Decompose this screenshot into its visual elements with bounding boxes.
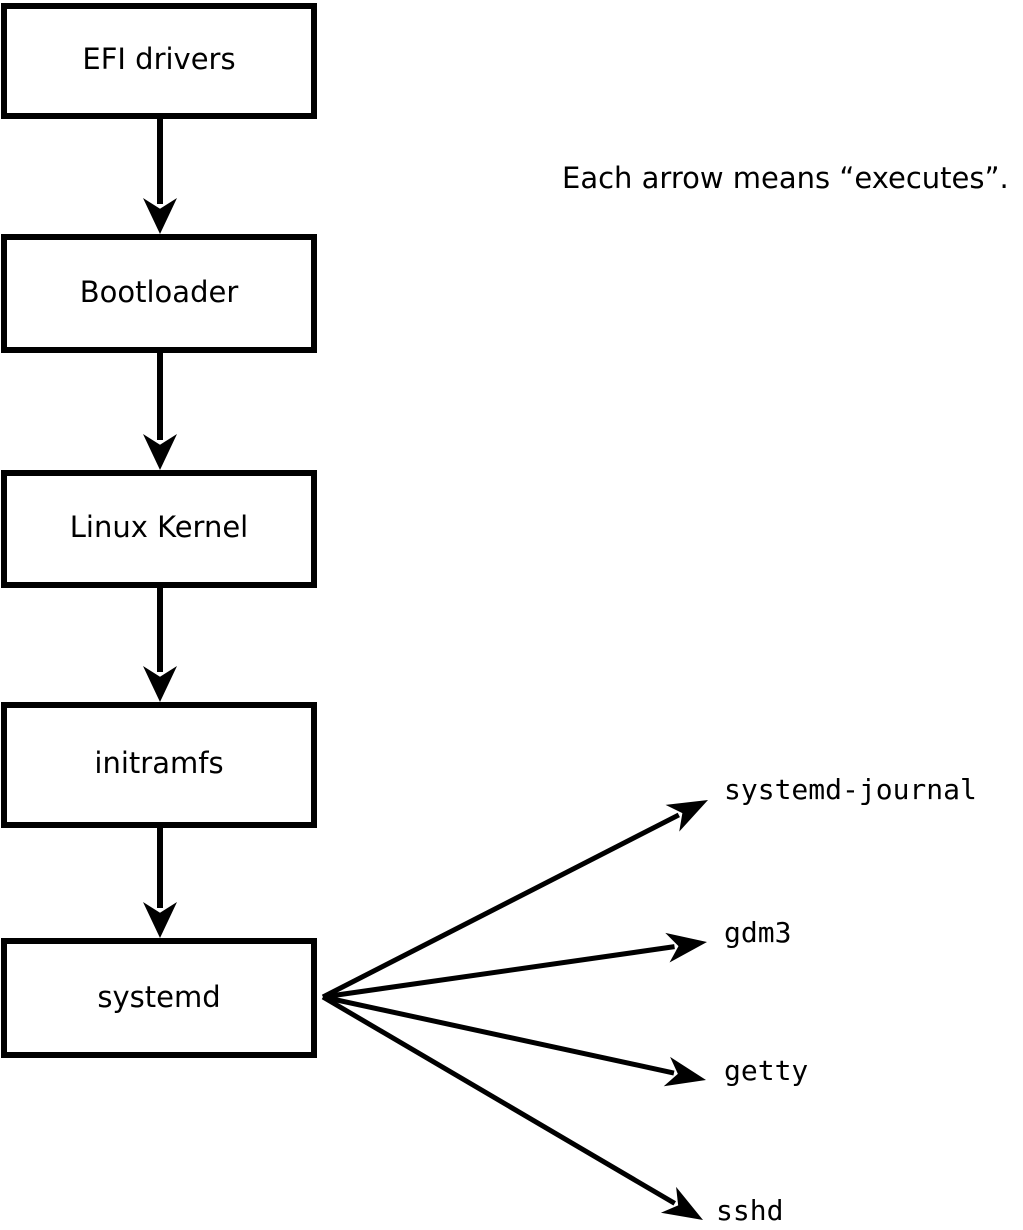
service-arrows-group: [321, 800, 708, 1220]
process-box-initramfs: [1, 702, 317, 828]
flow-arrows-group: [143, 119, 177, 938]
arrow-head-kernel-to-initramfs: [143, 666, 177, 702]
process-boxes-group: [1, 3, 317, 1058]
box-label-initramfs: initramfs: [94, 746, 223, 780]
arrow-head-getty: [663, 1056, 706, 1087]
arrow-head-initramfs-to-systemd: [143, 902, 177, 938]
arrow-head-gdm3: [665, 932, 707, 963]
service-label-sshd: sshd: [716, 1194, 783, 1227]
service-line-systemd-journal: [321, 812, 680, 1000]
process-box-systemd: [1, 938, 317, 1058]
box-label-systemd: systemd: [97, 980, 220, 1014]
process-box-bootloader: [1, 234, 317, 353]
arrow-head-systemd-journal: [665, 800, 708, 832]
service-line-getty: [322, 994, 675, 1076]
arrow-head-bootloader-to-kernel: [143, 434, 177, 470]
service-label-getty: getty: [724, 1054, 808, 1087]
process-box-efi-drivers: [1, 3, 317, 119]
diagram-caption: Each arrow means “executes”.: [562, 161, 1009, 195]
process-box-linux-kernel: [1, 470, 317, 588]
box-label-linux-kernel: Linux Kernel: [70, 510, 248, 544]
arrow-head-sshd: [660, 1186, 703, 1220]
box-label-efi-drivers: EFI drivers: [82, 42, 235, 76]
service-line-gdm3: [322, 944, 675, 1000]
arrow-head-efi-to-bootloader: [143, 198, 177, 234]
service-label-gdm3: gdm3: [724, 916, 791, 949]
service-label-systemd-journal: systemd-journal: [724, 773, 977, 806]
box-label-bootloader: Bootloader: [80, 275, 239, 309]
service-line-sshd: [321, 994, 676, 1206]
